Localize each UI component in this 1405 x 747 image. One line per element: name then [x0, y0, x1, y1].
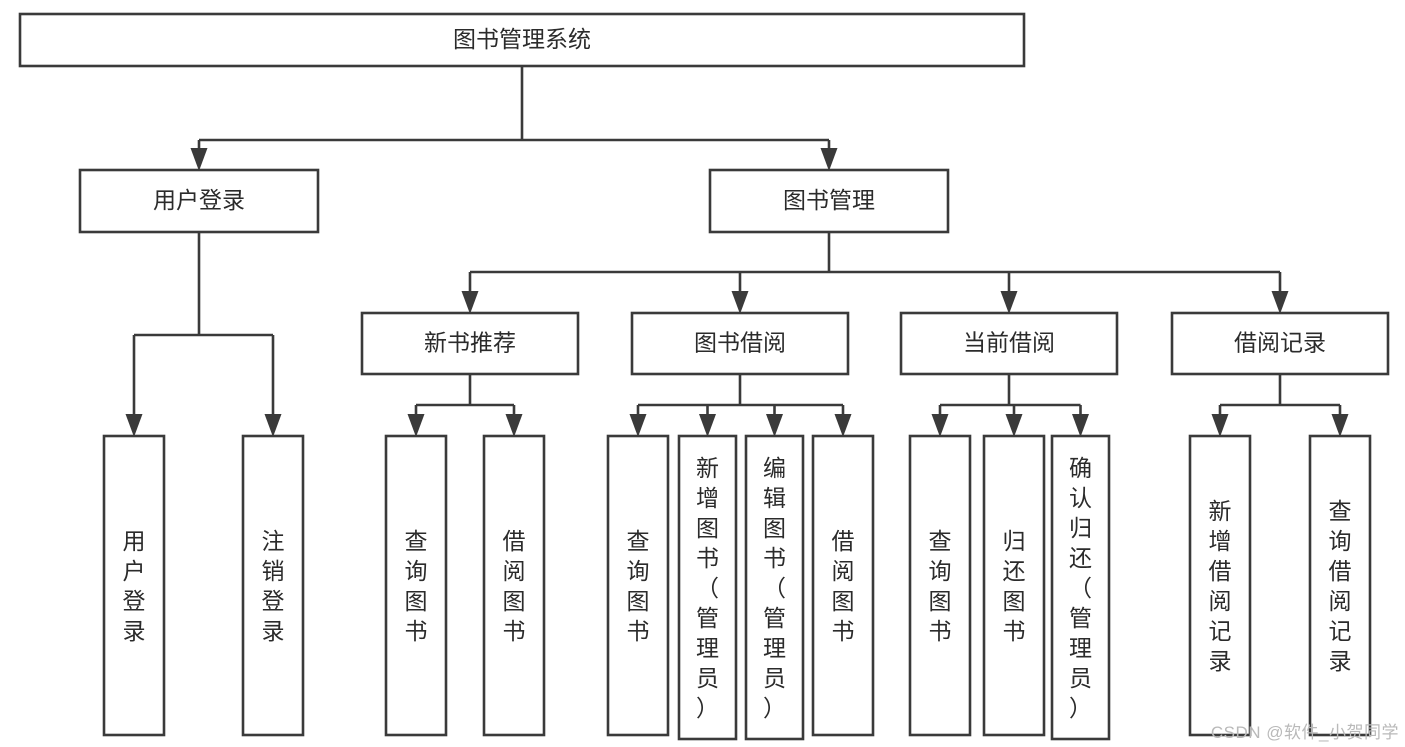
node-box-leaf-query-book-1[interactable]: [384, 434, 448, 737]
arrow-head-icon: [699, 414, 716, 437]
node-root[interactable]: 图书管理系统: [18, 12, 1026, 68]
node-label-leaf-query-book-2: 查询图书: [627, 528, 650, 644]
node-label-new-book-rec: 新书推荐: [424, 330, 516, 356]
arrow-head-icon: [1331, 414, 1349, 437]
arrow-head-icon: [505, 414, 523, 437]
node-current-borrow[interactable]: 当前借阅: [899, 311, 1119, 376]
node-leaf-user-login[interactable]: 用户登录: [102, 434, 166, 737]
node-label-leaf-confirm-return: 确认归还（管理员）: [1069, 455, 1092, 721]
node-box-leaf-confirm-return[interactable]: [1050, 434, 1111, 741]
node-borrow-record[interactable]: 借阅记录: [1170, 311, 1390, 376]
node-box-current-borrow[interactable]: [899, 311, 1119, 376]
node-label-leaf-logout: 注销登录: [262, 528, 285, 644]
node-label-borrow-record: 借阅记录: [1234, 330, 1326, 356]
node-label-book-borrow: 图书借阅: [694, 330, 786, 356]
node-box-new-book-rec[interactable]: [360, 311, 580, 376]
node-label-leaf-query-book-3: 查询图书: [929, 528, 952, 644]
arrow-head-icon: [1271, 291, 1289, 314]
arrow-head-icon: [1000, 291, 1018, 314]
node-box-leaf-return-book[interactable]: [982, 434, 1046, 737]
node-label-leaf-borrow-book-1: 借阅图书: [503, 528, 526, 644]
node-box-leaf-add-record[interactable]: [1188, 434, 1252, 737]
arrow-head-icon: [629, 414, 647, 437]
arrow-head-icon: [820, 148, 838, 171]
node-box-leaf-edit-book[interactable]: [744, 434, 805, 741]
node-box-borrow-record[interactable]: [1170, 311, 1390, 376]
node-label-leaf-query-record: 查询借阅记录: [1329, 498, 1352, 674]
node-box-leaf-query-record[interactable]: [1308, 434, 1372, 737]
node-box-book-manage[interactable]: [708, 168, 950, 234]
arrow-head-icon: [264, 414, 282, 437]
arrow-head-icon: [407, 414, 425, 437]
node-label-leaf-user-login: 用户登录: [123, 528, 146, 644]
node-label-leaf-query-book-1: 查询图书: [405, 528, 428, 644]
arrow-head-icon: [125, 414, 143, 437]
arrow-head-icon: [1211, 414, 1229, 437]
node-box-leaf-query-book-2[interactable]: [606, 434, 670, 737]
node-new-book-rec[interactable]: 新书推荐: [360, 311, 580, 376]
node-box-leaf-user-login[interactable]: [102, 434, 166, 737]
arrow-head-icon: [190, 148, 208, 171]
node-label-leaf-add-book: 新增图书（管理员）: [696, 455, 719, 721]
node-box-leaf-borrow-book-1[interactable]: [482, 434, 546, 737]
node-label-leaf-add-record: 新增借阅记录: [1209, 498, 1232, 674]
arrow-head-icon: [931, 414, 949, 437]
node-leaf-borrow-book-1[interactable]: 借阅图书: [482, 434, 546, 737]
node-leaf-borrow-book-2[interactable]: 借阅图书: [811, 434, 875, 737]
node-label-leaf-borrow-book-2: 借阅图书: [832, 528, 855, 644]
arrow-head-icon: [834, 414, 852, 437]
node-label-book-manage: 图书管理: [783, 187, 875, 213]
node-leaf-confirm-return[interactable]: 确认归还（管理员）: [1050, 434, 1111, 741]
node-box-leaf-add-book[interactable]: [677, 434, 738, 741]
node-box-leaf-borrow-book-2[interactable]: [811, 434, 875, 737]
node-label-leaf-edit-book: 编辑图书（管理员）: [763, 455, 786, 721]
node-box-user-login[interactable]: [78, 168, 320, 234]
node-leaf-add-record[interactable]: 新增借阅记录: [1188, 434, 1252, 737]
arrow-head-icon: [1005, 414, 1023, 437]
connector-layer: [125, 66, 1349, 437]
arrow-head-icon: [461, 291, 479, 314]
node-leaf-add-book[interactable]: 新增图书（管理员）: [677, 434, 738, 741]
node-box-book-borrow[interactable]: [630, 311, 850, 376]
node-label-leaf-return-book: 归还图书: [1003, 528, 1026, 644]
node-box-root[interactable]: [18, 12, 1026, 68]
node-leaf-query-book-1[interactable]: 查询图书: [384, 434, 448, 737]
node-label-user-login: 用户登录: [153, 187, 245, 213]
arrow-head-icon: [731, 291, 749, 314]
node-book-manage[interactable]: 图书管理: [708, 168, 950, 234]
node-leaf-logout[interactable]: 注销登录: [241, 434, 305, 737]
arrow-head-icon: [1072, 414, 1089, 437]
node-leaf-query-record[interactable]: 查询借阅记录: [1308, 434, 1372, 737]
node-book-borrow[interactable]: 图书借阅: [630, 311, 850, 376]
node-leaf-query-book-3[interactable]: 查询图书: [908, 434, 972, 737]
node-label-current-borrow: 当前借阅: [963, 330, 1055, 356]
node-leaf-query-book-2[interactable]: 查询图书: [606, 434, 670, 737]
node-box-leaf-logout[interactable]: [241, 434, 305, 737]
node-leaf-edit-book[interactable]: 编辑图书（管理员）: [744, 434, 805, 741]
watermark-label: CSDN @软件_小贺同学: [1210, 723, 1399, 742]
node-box-leaf-query-book-3[interactable]: [908, 434, 972, 737]
node-user-login[interactable]: 用户登录: [78, 168, 320, 234]
node-leaf-return-book[interactable]: 归还图书: [982, 434, 1046, 737]
node-label-root: 图书管理系统: [453, 26, 591, 52]
arrow-head-icon: [766, 414, 783, 437]
